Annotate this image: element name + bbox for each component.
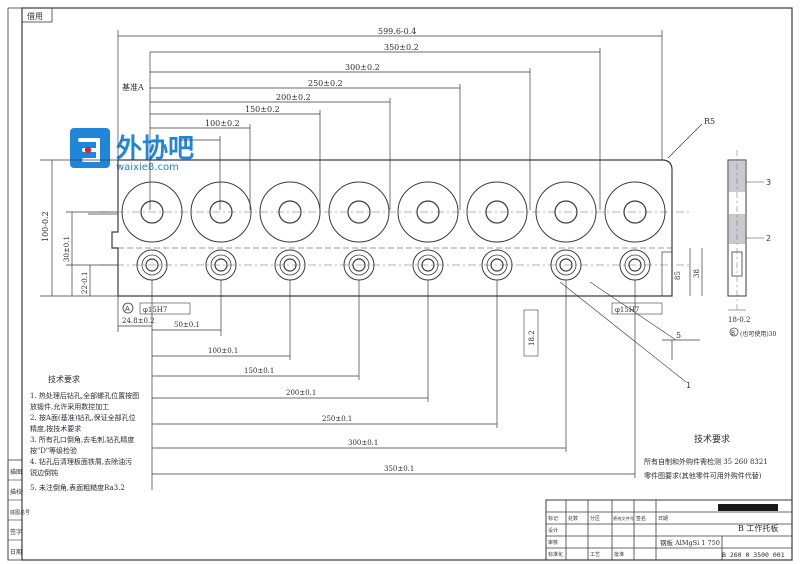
top-hole-6: [466, 181, 528, 243]
plate-outline: [111, 159, 673, 297]
top-dimension-labels: 599.6-0.4 350±0.2 300±0.2 250±0.2 200±0.…: [122, 27, 419, 128]
dim-left-lower: 22-0.1: [81, 272, 89, 294]
part-leaders: [559, 281, 687, 383]
hole-callout-left: φ15H7: [143, 306, 167, 314]
header-label-5: 日期: [658, 516, 668, 522]
top-hole-8: [604, 181, 666, 243]
margin-label-2: 底图总号: [10, 509, 30, 516]
dim-top-4: 150±0.2: [245, 105, 280, 114]
part-label-1: 1: [686, 381, 691, 390]
side-section-view: [727, 150, 764, 337]
dim-top-2: 250±0.2: [308, 79, 343, 88]
datum-callouts: A φ15H7 φ15H7: [122, 302, 663, 315]
watermark-brand: 外协吧: [116, 134, 194, 164]
tech-req-line-1: 所有自制和外购件需检测 35 260 8321: [644, 457, 768, 466]
circle-b-label: B: [731, 330, 735, 337]
drawing-name: B 工作托板: [738, 523, 778, 533]
right-end-details: [661, 248, 703, 360]
radius-callout: R5: [667, 117, 715, 159]
dim-top-0: 350±0.2: [384, 43, 419, 52]
centre-offset-dimension: 18.2: [523, 309, 539, 357]
tech-note-2: 2. 按A面(基准)钻孔,保证全部孔位: [30, 413, 136, 422]
redaction-bar: [718, 504, 778, 511]
datum-a-label: 基准A: [122, 82, 144, 92]
tech-req-title: 技术要求: [694, 433, 730, 445]
top-dimension-chain: [117, 30, 663, 210]
tech-note-0: 1. 热处理后钻孔,全部螺孔位置按图: [30, 391, 139, 400]
tech-notes-block: 技术要求 1. 热处理后钻孔,全部螺孔位置按图 放锻件,允许采用数控加工 2. …: [30, 374, 139, 492]
dim-bottom-6: 350±0.1: [384, 465, 414, 473]
header-label-4: 签名: [636, 515, 646, 522]
dim-bottom-4: 250±0.1: [322, 415, 352, 423]
corner-label: 借用: [27, 11, 43, 21]
dim-radius: R5: [704, 117, 715, 126]
dim-side-height-a: 85: [674, 271, 682, 280]
tech-note-3: 精度,按技术要求: [30, 424, 81, 433]
dim-side-height-b: 38: [693, 269, 701, 278]
margin-label-3: 签字: [10, 528, 22, 536]
tech-note-5: 按"D"等级检验: [30, 446, 77, 455]
watermark-domain: waixie8.com: [116, 162, 179, 173]
row-label-4: 批准: [614, 551, 624, 558]
part-label-2: 2: [766, 234, 771, 243]
drawing-number: B 260 0 3500 001: [722, 551, 785, 559]
title-block: [545, 499, 793, 561]
hole-callout-right: φ15H7: [615, 306, 639, 314]
margin-label-1: 描校: [10, 488, 22, 496]
dim-top-1: 300±0.2: [345, 63, 380, 72]
margin-label-0: 描图: [10, 468, 22, 476]
top-row-holes: [121, 181, 666, 243]
margin-label-4: 日期: [10, 548, 22, 556]
corner-stamp: 借用: [21, 7, 53, 23]
tech-note-6: 4. 钻孔后清理板面铁屑,去除油污: [30, 457, 132, 466]
tech-notes-title: 技术要求: [48, 374, 80, 384]
top-hole-7: [535, 181, 597, 243]
row-label-1: 审核: [548, 539, 558, 546]
watermark-logo: 外协吧 waixie8.com: [70, 128, 194, 173]
dim-left-row: 30±0.1: [63, 236, 71, 262]
dim-bottom-2: 150±0.1: [244, 367, 274, 375]
dim-centre-offset: 18.2: [528, 330, 536, 346]
dim-top-5: 100±0.2: [205, 119, 240, 128]
tech-req-line-2: 零件图要求(其他零件可用外购件代替): [644, 471, 762, 480]
tech-note-4: 3. 所有孔口倒角,去毛刺,钻孔精度: [30, 435, 134, 444]
part-label-3: 3: [766, 178, 771, 187]
material: 钢板 AlMgSi 1 750: [660, 538, 720, 547]
left-dimensions: [40, 159, 118, 297]
top-hole-4: [328, 181, 390, 243]
centre-lines: [100, 211, 690, 266]
dim-top-overall: 599.6-0.4: [378, 27, 416, 36]
dim-bottom-first: 24.8±0.2: [122, 317, 155, 325]
dim-bottom-3: 200±0.1: [286, 389, 316, 397]
header-label-3: 更改文件号: [613, 515, 634, 522]
header-label-2: 分区: [590, 515, 600, 522]
side-callout: (也可使用)30: [740, 330, 776, 338]
row-label-3: 工艺: [590, 552, 600, 558]
row-label-0: 设计: [548, 527, 558, 534]
dim-bottom-5: 300±0.1: [348, 439, 378, 447]
dim-bottom-1: 100±0.1: [208, 347, 238, 355]
logo-dot-icon: [84, 146, 92, 154]
top-hole-1: [121, 181, 183, 243]
row-label-2: 标准化: [548, 551, 563, 558]
dim-bottom-0: 50±0.1: [174, 321, 200, 329]
dim-left-height: 100-0.2: [41, 211, 50, 242]
tech-note-8: 5. 未注倒角,表面粗糙度Ra3.2: [30, 483, 125, 492]
top-hole-3: [259, 181, 321, 243]
tech-requirements-block: 技术要求 所有自制和外购件需检测 35 260 8321 零件图要求(其他零件可…: [644, 433, 768, 480]
dim-side-width: 18-0.2: [728, 316, 750, 324]
tech-note-7: 锐边倒钝: [30, 468, 58, 477]
dim-top-3: 200±0.2: [276, 93, 311, 102]
circle-a-label: A: [125, 305, 130, 313]
header-label-1: 处数: [568, 515, 578, 522]
bottom-dimension-chain: [117, 280, 636, 490]
top-hole-2: [190, 181, 252, 243]
dim-right-gap: 5: [676, 331, 681, 340]
header-label-0: 标记: [548, 515, 558, 522]
left-margin-column: 描图 描校 底图总号 签字 日期: [7, 459, 30, 561]
top-hole-5: [397, 181, 459, 243]
bottom-dimension-labels: 24.8±0.2 50±0.1 100±0.1 150±0.1 200±0.1 …: [122, 317, 414, 473]
tech-note-1: 放锻件,允许采用数控加工: [30, 402, 109, 411]
